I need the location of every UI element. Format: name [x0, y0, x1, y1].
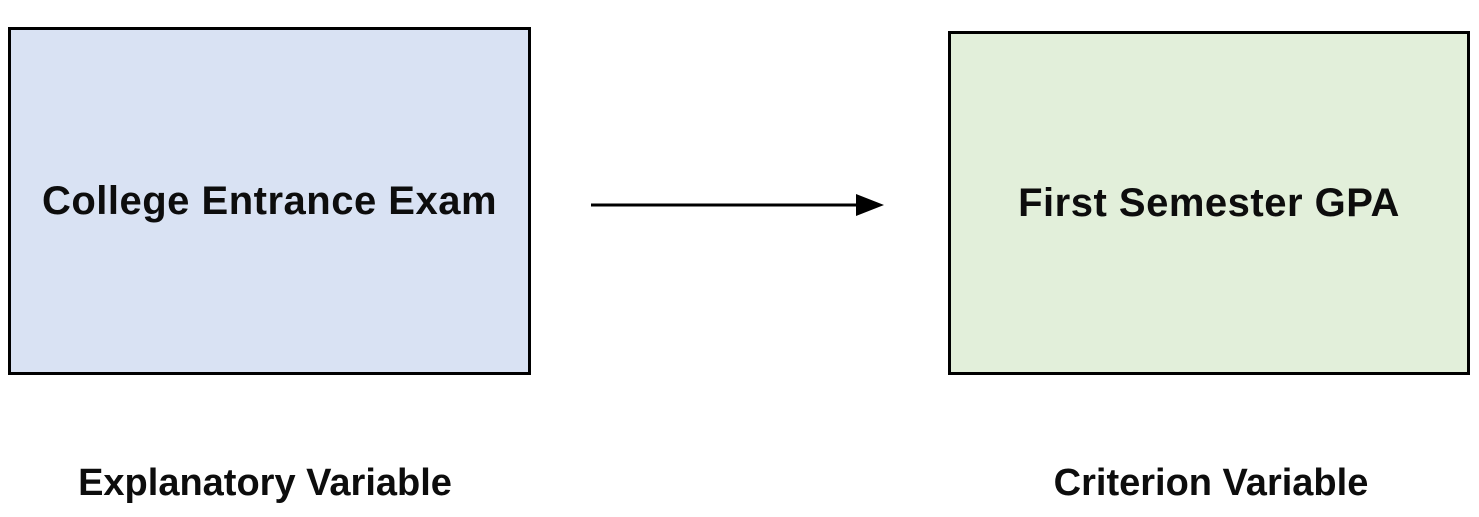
- explanatory-variable-box-label: College Entrance Exam: [41, 179, 498, 223]
- causal-arrow: [588, 189, 888, 221]
- right-arrow-icon: [591, 194, 884, 216]
- explanatory-variable-caption: Explanatory Variable: [78, 462, 452, 504]
- explanatory-variable-box: College Entrance Exam: [8, 27, 531, 375]
- criterion-variable-caption: Criterion Variable: [1053, 462, 1369, 504]
- criterion-variable-box: First Semester GPA: [948, 31, 1470, 375]
- criterion-variable-box-label: First Semester GPA: [1018, 181, 1400, 225]
